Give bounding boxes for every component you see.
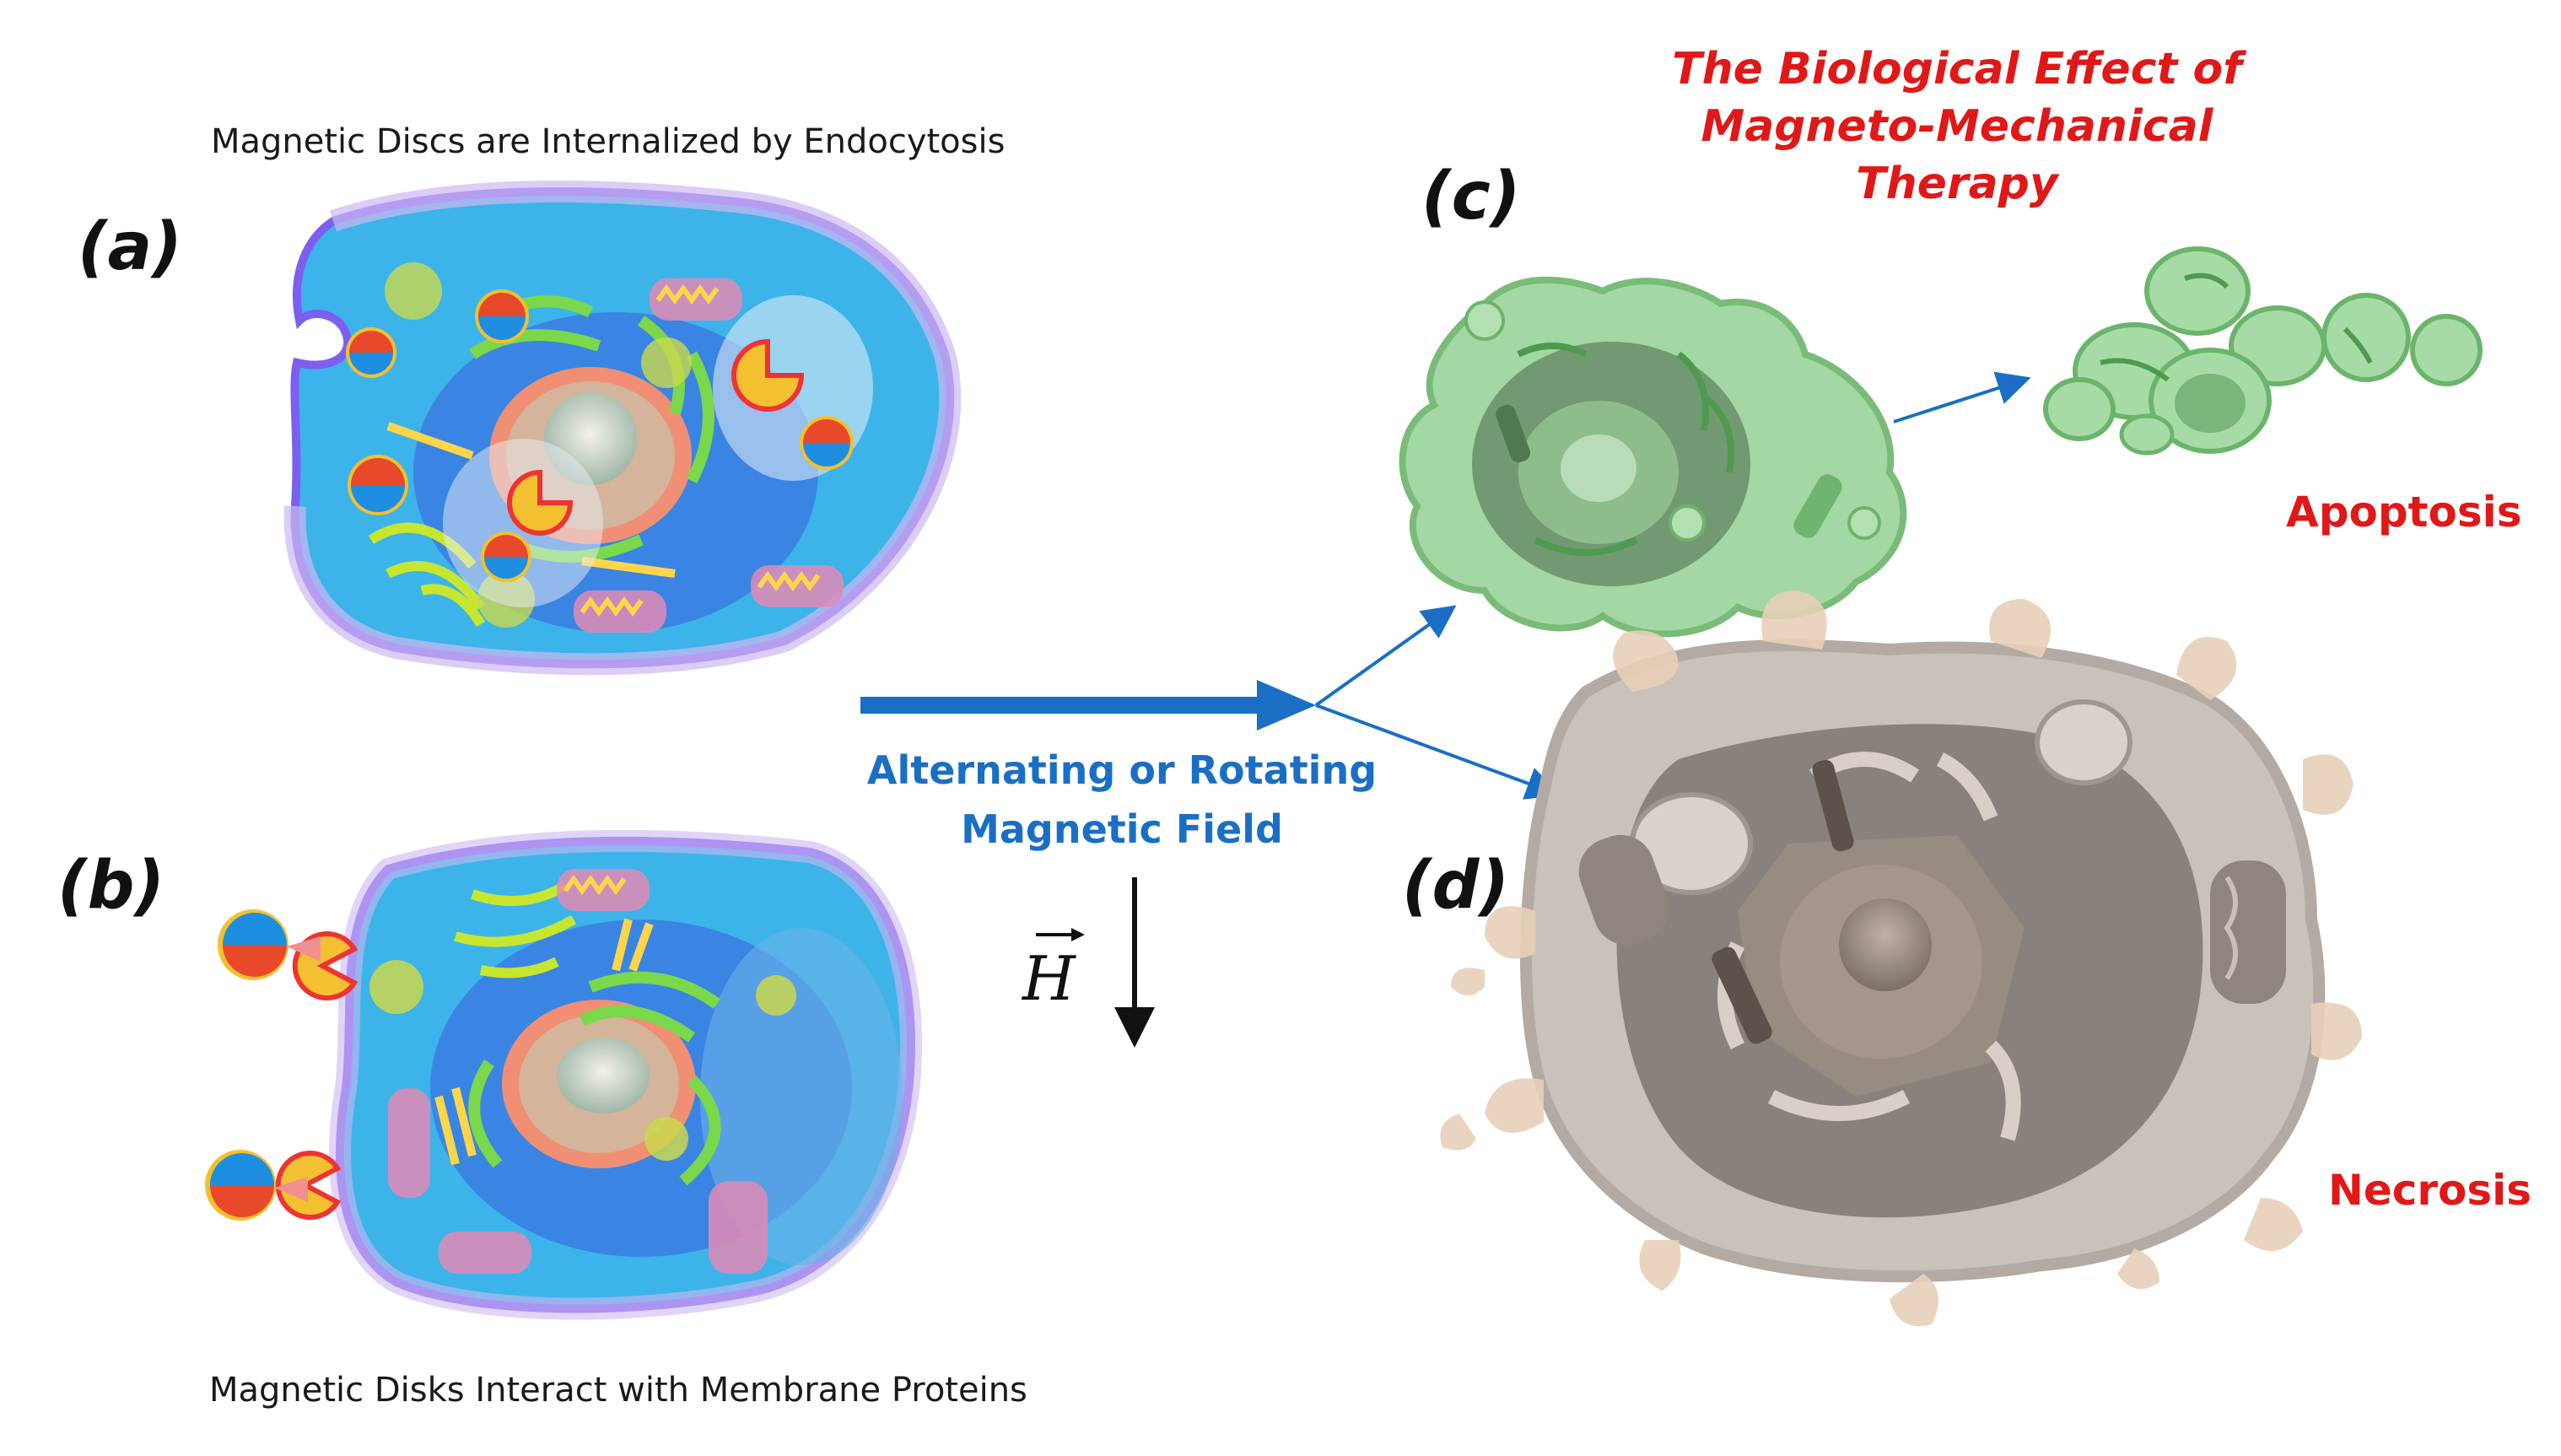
branch-arrows [1314, 371, 2031, 800]
caption-membrane: Magnetic Disks Interact with Membrane Pr… [209, 1371, 1027, 1410]
caption-internalized: Magnetic Discs are Internalized by Endoc… [211, 122, 1006, 161]
panel-label-c: (c) [1421, 159, 1521, 235]
label-apoptosis: Apoptosis [2286, 488, 2522, 537]
field-line-2: Magnetic Field [961, 806, 1283, 852]
title-line-1: The Biological Effect of [1672, 44, 2242, 94]
vector-arrow [1036, 928, 1085, 941]
title-line-2: Magneto-Mechanical [1701, 101, 2213, 152]
panel-label-d: (d) [1402, 848, 1510, 924]
cell-c-apoptotic [1399, 276, 1907, 638]
cell-a-internalized [283, 181, 962, 676]
label-necrosis: Necrosis [2328, 1166, 2532, 1215]
cell-d-necrotic [1440, 590, 2362, 1326]
panel-label-a: (a) [78, 209, 182, 285]
field-line-1: Alternating or Rotating [866, 747, 1378, 793]
field-vector-symbol: H [1022, 943, 1076, 1014]
title-line-3: Therapy [1856, 159, 2058, 209]
cell-b-membrane [205, 829, 923, 1320]
panel-label-b: (b) [57, 848, 165, 924]
apoptotic-bodies [2043, 246, 2483, 456]
field-label: Alternating or Rotating Magnetic Field [844, 741, 1400, 859]
main-arrow [860, 680, 1316, 731]
diagram-title: The Biological Effect of Magneto-Mechani… [1620, 40, 2294, 213]
